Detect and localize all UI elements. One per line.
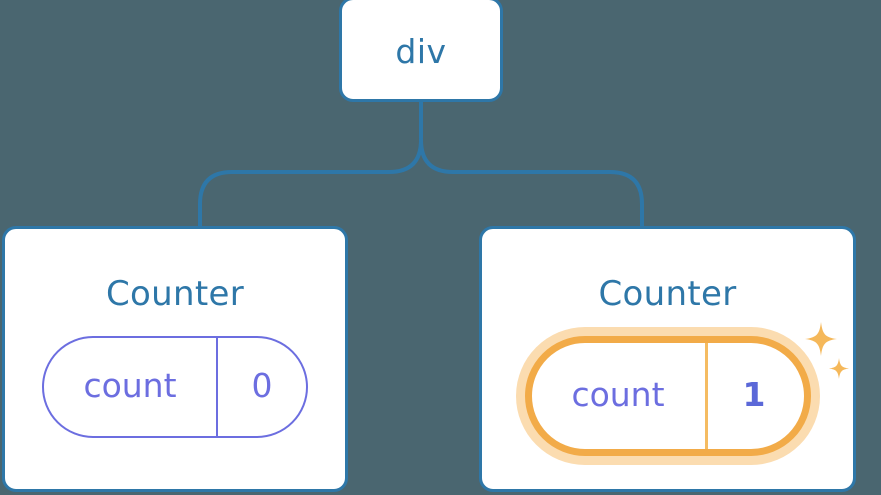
node-root-div[interactable]: div: [339, 0, 503, 102]
connector-branch-right: [419, 138, 644, 230]
state-pill-left-value-cell: 0: [218, 338, 306, 436]
state-pill-left[interactable]: count 0: [42, 336, 308, 438]
state-pill-right-key: count: [571, 375, 665, 414]
state-pill-right-key-cell: count: [532, 343, 708, 449]
node-counter-right[interactable]: Counter count 1: [479, 226, 856, 492]
node-root-label: div: [395, 31, 447, 71]
state-pill-left-key: count: [83, 366, 177, 405]
state-pill-left-key-cell: count: [44, 338, 218, 436]
connector-branch-left: [198, 138, 423, 230]
node-counter-left-title: Counter: [106, 274, 244, 314]
state-pill-right-value-cell: 1: [708, 343, 801, 449]
state-pill-wrap-left: count 0: [42, 336, 308, 438]
state-pill-wrap-right: count 1: [524, 336, 811, 456]
state-pill-right-value: 1: [742, 375, 766, 414]
state-pill-left-value: 0: [251, 366, 273, 405]
state-pill-right[interactable]: count 1: [524, 336, 811, 456]
node-counter-left[interactable]: Counter count 0: [2, 226, 348, 492]
node-counter-right-title: Counter: [598, 274, 737, 314]
